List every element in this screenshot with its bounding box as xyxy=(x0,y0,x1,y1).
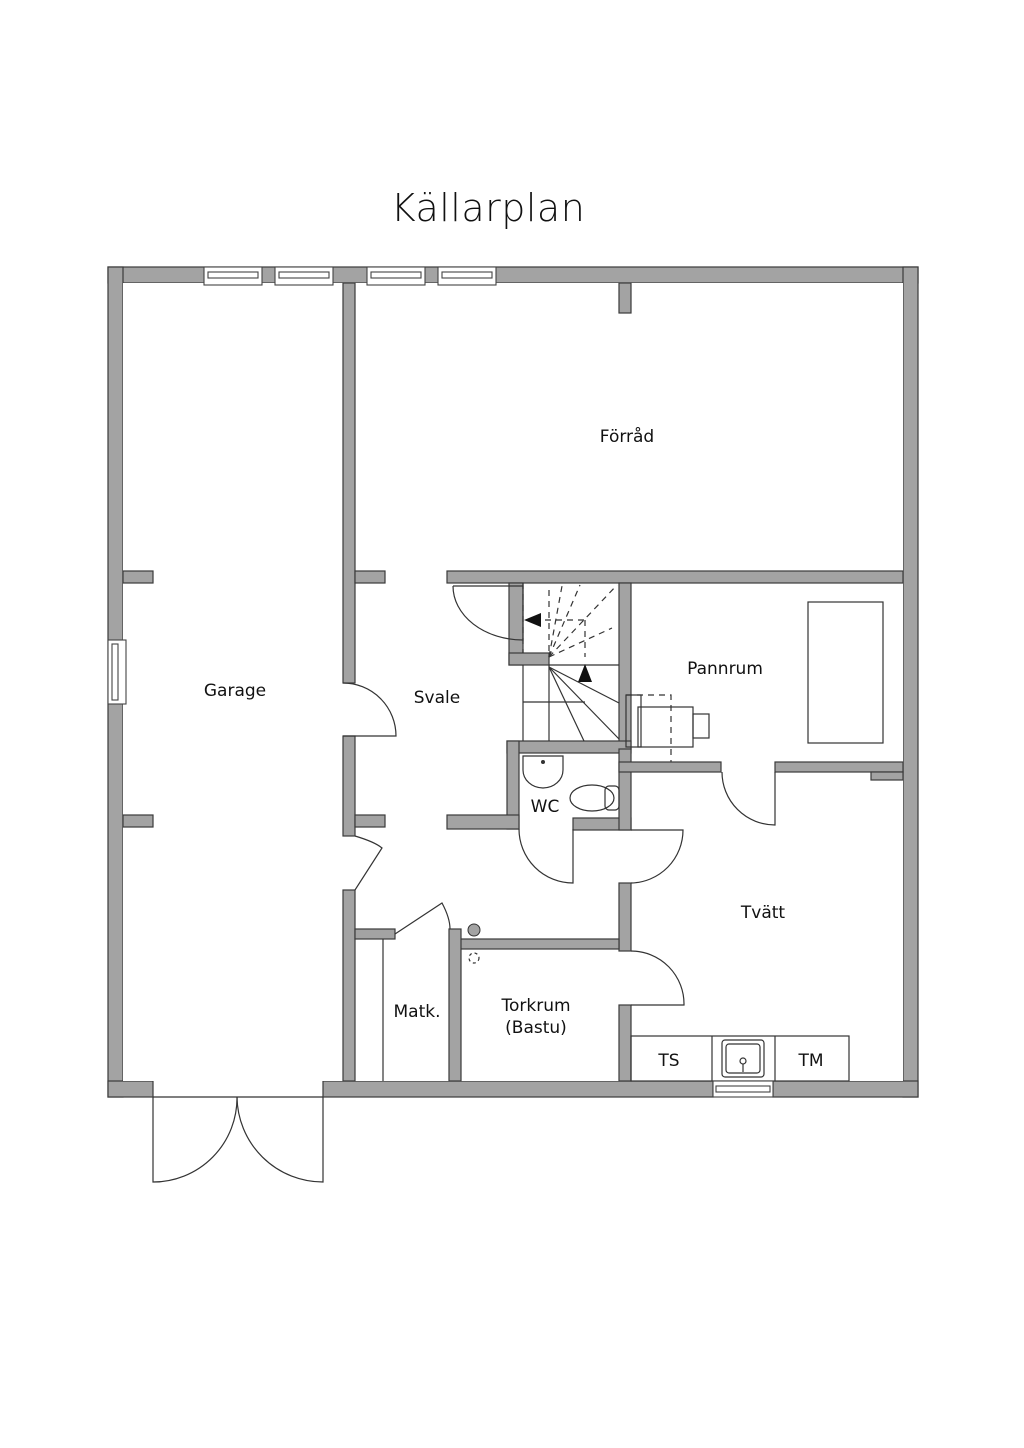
toilet-icon xyxy=(569,784,615,812)
room-label-pannrum: Pannrum xyxy=(687,659,763,679)
door-svale-lower[interactable] xyxy=(354,835,383,891)
laundry-bench xyxy=(630,1035,850,1098)
drain-icon xyxy=(468,952,480,964)
room-label-tvatt: Tvätt xyxy=(740,903,786,923)
door-garage-svale[interactable] xyxy=(342,682,397,737)
room-label-forrad: Förråd xyxy=(600,426,654,447)
interior-walls xyxy=(122,282,904,1082)
door-matk[interactable] xyxy=(394,902,451,935)
tank-icon xyxy=(807,601,884,744)
staircase xyxy=(522,583,620,742)
room-label-wc: WC xyxy=(531,797,560,817)
room-label-garage: Garage xyxy=(204,681,266,701)
plan-title: Källarplan xyxy=(390,186,586,230)
room-label-torkrum: Torkrum xyxy=(500,996,570,1016)
door-wc[interactable] xyxy=(518,828,574,884)
door-stair[interactable] xyxy=(452,585,524,641)
fixture-label-tm: TM xyxy=(797,1051,823,1071)
utility-sink-icon xyxy=(721,1039,765,1078)
stair-arrow-left-icon xyxy=(524,613,541,627)
garage-door-right[interactable] xyxy=(236,1096,324,1183)
pipe-icon xyxy=(467,923,481,937)
top-windows xyxy=(203,266,497,286)
room-label-svale: Svale xyxy=(414,688,460,708)
sink-icon xyxy=(522,755,564,789)
garage-door-left[interactable] xyxy=(152,1096,238,1183)
room-sublabel-torkrum: (Bastu) xyxy=(505,1018,567,1038)
door-tvatt-upper[interactable] xyxy=(630,829,684,884)
fixture-label-ts: TS xyxy=(657,1051,679,1071)
wc-fixtures xyxy=(522,755,620,812)
doors xyxy=(152,585,776,1183)
room-label-matk: Matk. xyxy=(394,1002,441,1022)
left-window xyxy=(107,639,127,705)
door-pannrum[interactable] xyxy=(721,771,776,826)
door-torkrum[interactable] xyxy=(630,950,685,1006)
stair-arrow-up-icon xyxy=(578,664,592,682)
pannrum-fixtures xyxy=(625,601,884,762)
